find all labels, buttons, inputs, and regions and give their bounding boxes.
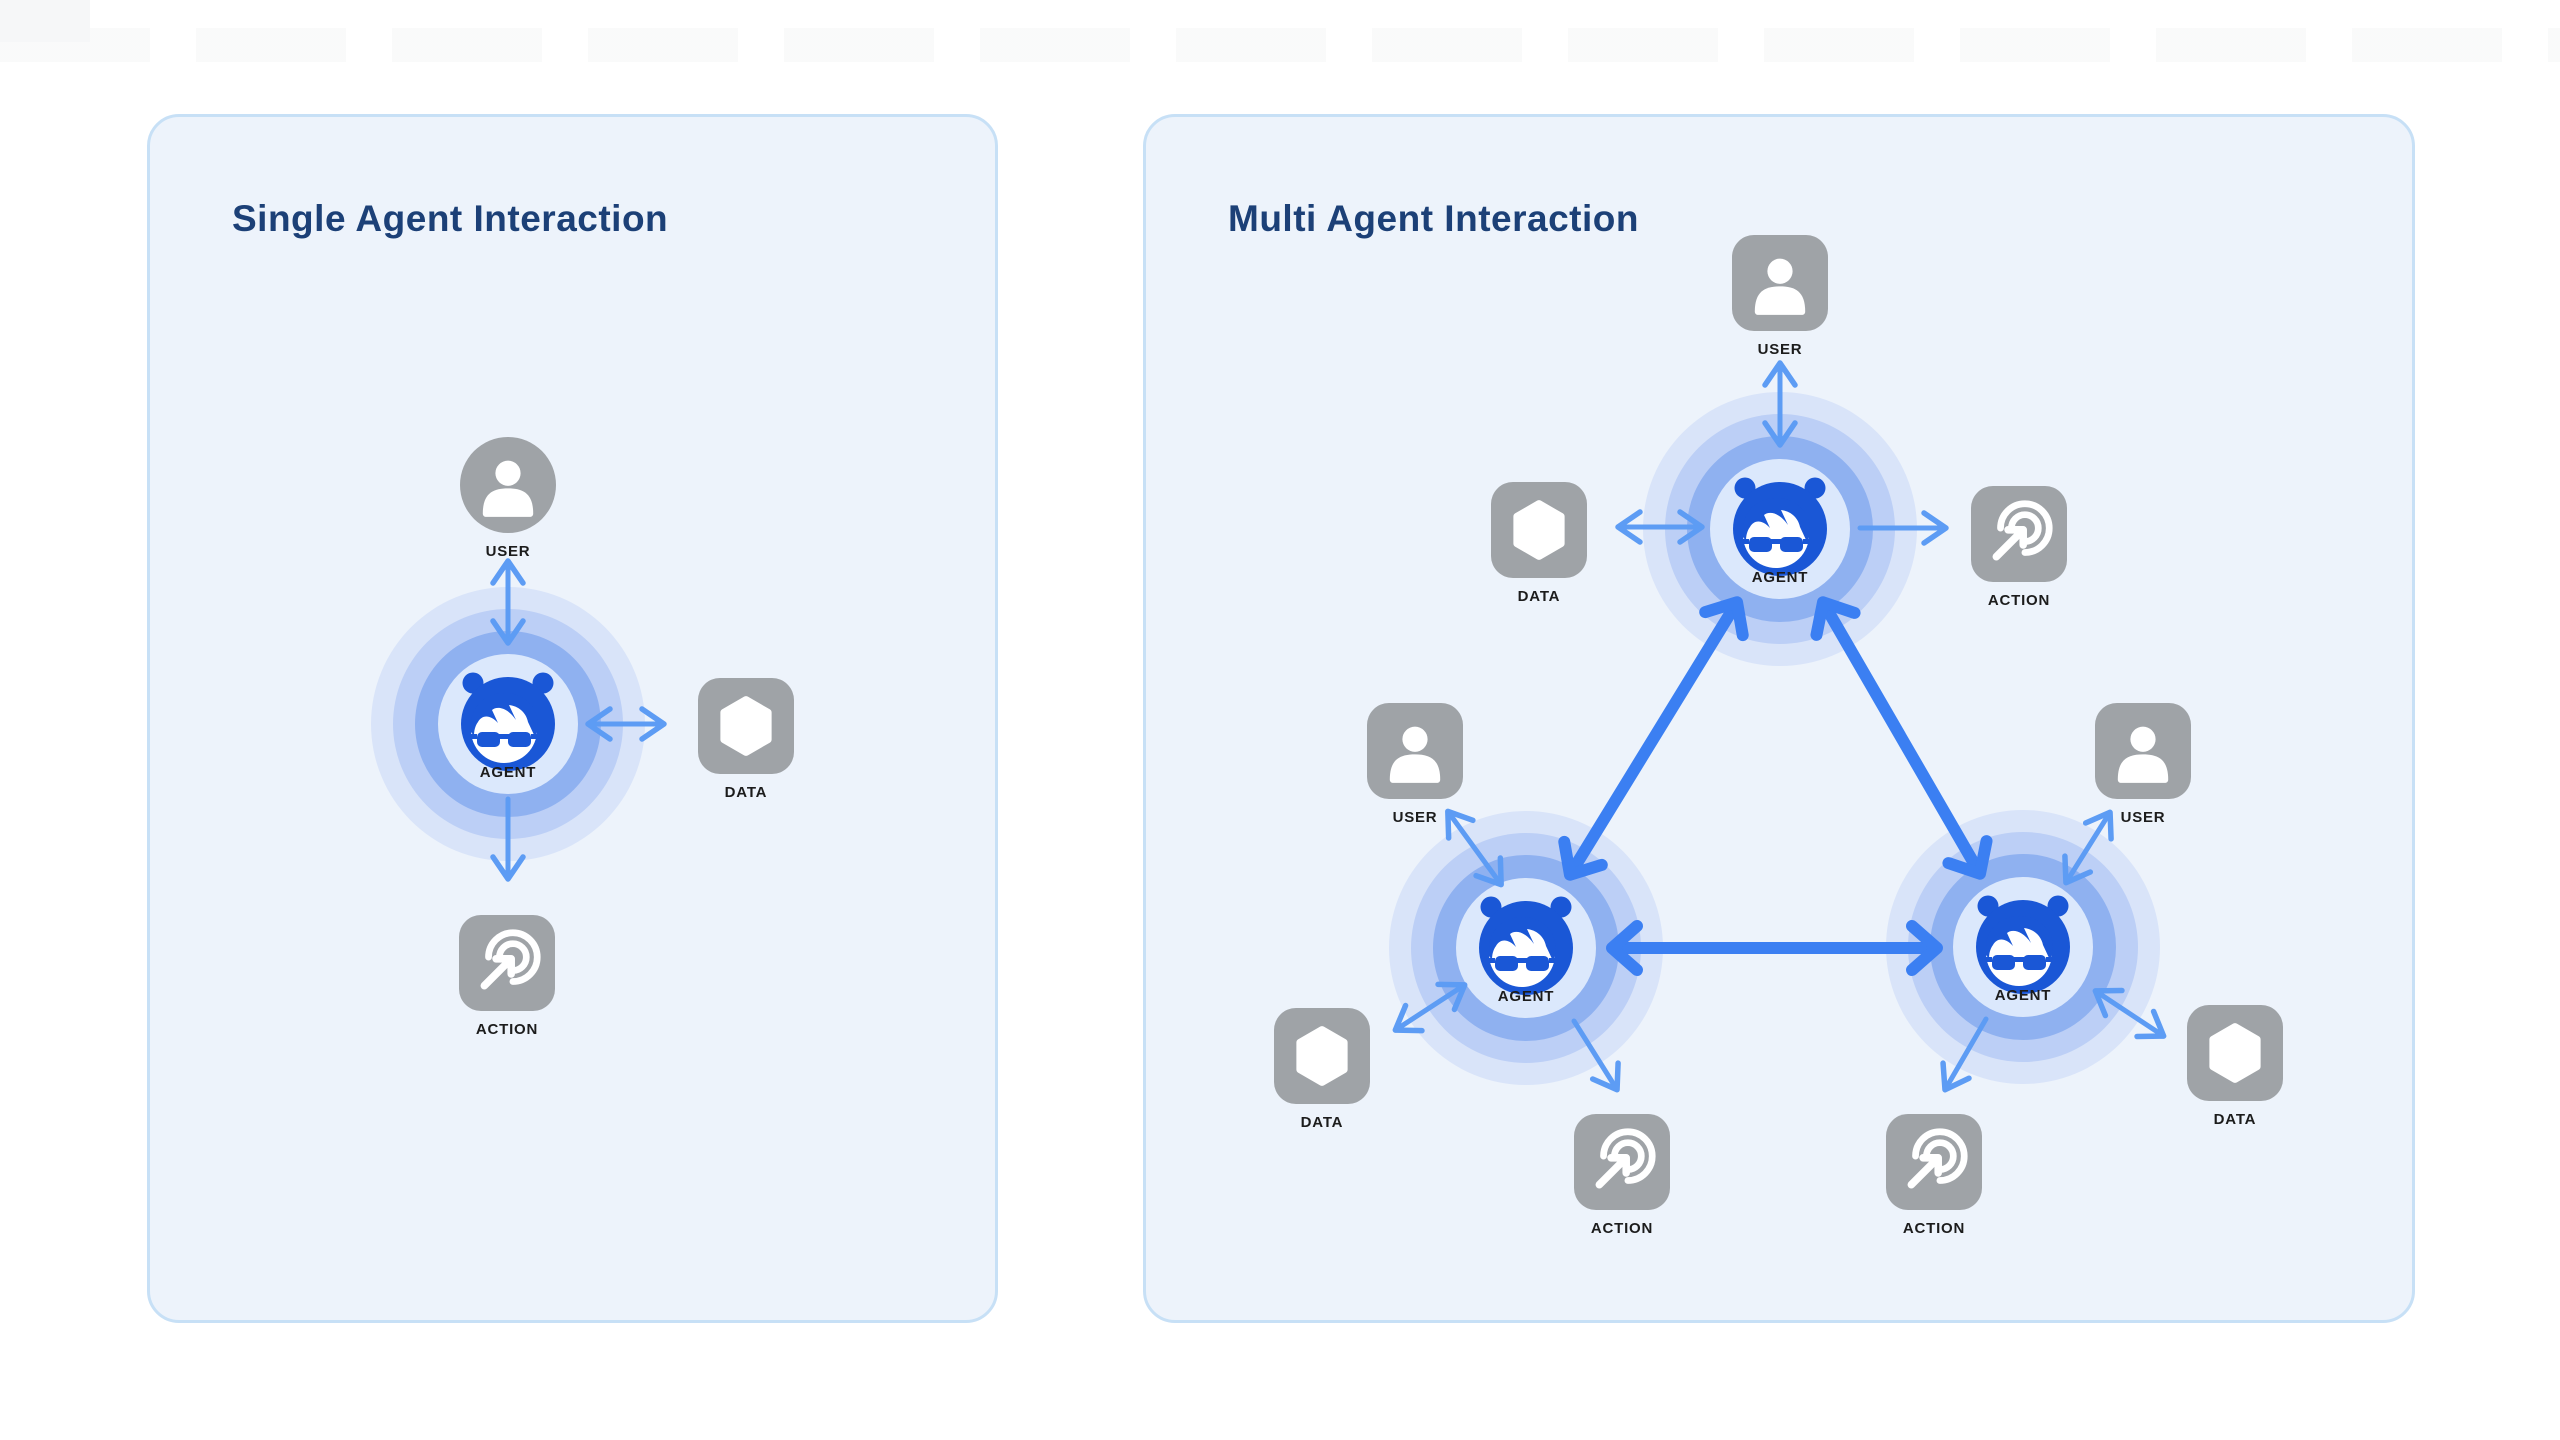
agent-label: AGENT [479, 764, 537, 781]
user-label: USER [1392, 809, 1438, 826]
arrow-br-agent-data [2092, 987, 2167, 1040]
agent-label: AGENT [1497, 988, 1555, 1005]
agent-node: AGENT [1720, 465, 1840, 586]
data-label: DATA [2213, 1111, 2257, 1128]
action-icon [1574, 1114, 1670, 1210]
data-node: DATA [1491, 482, 1587, 605]
action-node: ACTION [1886, 1114, 1982, 1237]
action-label: ACTION [1987, 592, 2051, 609]
agent-node: AGENT [448, 660, 568, 781]
arrow-bl-agent-user [1445, 808, 1504, 888]
arrow-br-agent-action [1940, 1016, 1989, 1093]
action-label: ACTION [475, 1021, 539, 1038]
data-node: DATA [1274, 1008, 1370, 1131]
user-icon [1732, 235, 1828, 331]
data-icon [698, 678, 794, 774]
arrow-br-agent-user [2062, 809, 2114, 886]
agent-icon [1733, 477, 1827, 576]
action-node: ACTION [1971, 486, 2067, 609]
user-label: USER [1757, 341, 1803, 358]
arrow-bl-agent-data [1392, 981, 1468, 1034]
single-agent-arrows [490, 558, 667, 882]
panel-title: Single Agent Interaction [232, 197, 669, 239]
agent-label: AGENT [1994, 987, 2052, 1004]
arrow-agent-top-agent-left [1558, 596, 1749, 881]
panel-multi-agent: Multi Agent Interaction USER [1143, 114, 2415, 1323]
data-node: DATA [698, 678, 794, 801]
data-icon [2187, 1005, 2283, 1101]
user-icon [1367, 703, 1463, 799]
action-node: ACTION [459, 915, 555, 1038]
user-node: USER [1732, 235, 1828, 358]
panel-single-agent: Single Agent Interaction USER DATA ACTIO… [147, 114, 998, 1323]
agent-icon [461, 672, 555, 771]
user-label: USER [485, 543, 531, 560]
arrow-bl-agent-action [1571, 1018, 1621, 1093]
agent-label: AGENT [1751, 569, 1809, 586]
data-label: DATA [724, 784, 768, 801]
action-node: ACTION [1574, 1114, 1670, 1237]
panel-title: Multi Agent Interaction [1228, 197, 1639, 239]
agent-icon [1479, 896, 1573, 995]
data-label: DATA [1517, 588, 1561, 605]
data-node: DATA [2187, 1005, 2283, 1128]
action-icon [1886, 1114, 1982, 1210]
user-label: USER [2120, 809, 2166, 826]
agent-node: AGENT [1466, 884, 1586, 1005]
user-icon [460, 437, 556, 533]
user-icon [2095, 703, 2191, 799]
data-icon [1491, 482, 1587, 578]
data-icon [1274, 1008, 1370, 1104]
action-icon [459, 915, 555, 1011]
arrow-agent-top-agent-right [1810, 596, 1993, 880]
user-node: USER [1367, 703, 1463, 826]
action-label: ACTION [1902, 1220, 1966, 1237]
agent-node: AGENT [1963, 883, 2083, 1004]
top-artifact-strip [0, 0, 2560, 62]
user-node: USER [2095, 703, 2191, 826]
data-label: DATA [1300, 1114, 1344, 1131]
agent-icon [1976, 895, 2070, 994]
action-icon [1971, 486, 2067, 582]
user-node: USER [460, 437, 556, 560]
action-label: ACTION [1590, 1220, 1654, 1237]
multi-agent-arrows [1392, 360, 2167, 1093]
